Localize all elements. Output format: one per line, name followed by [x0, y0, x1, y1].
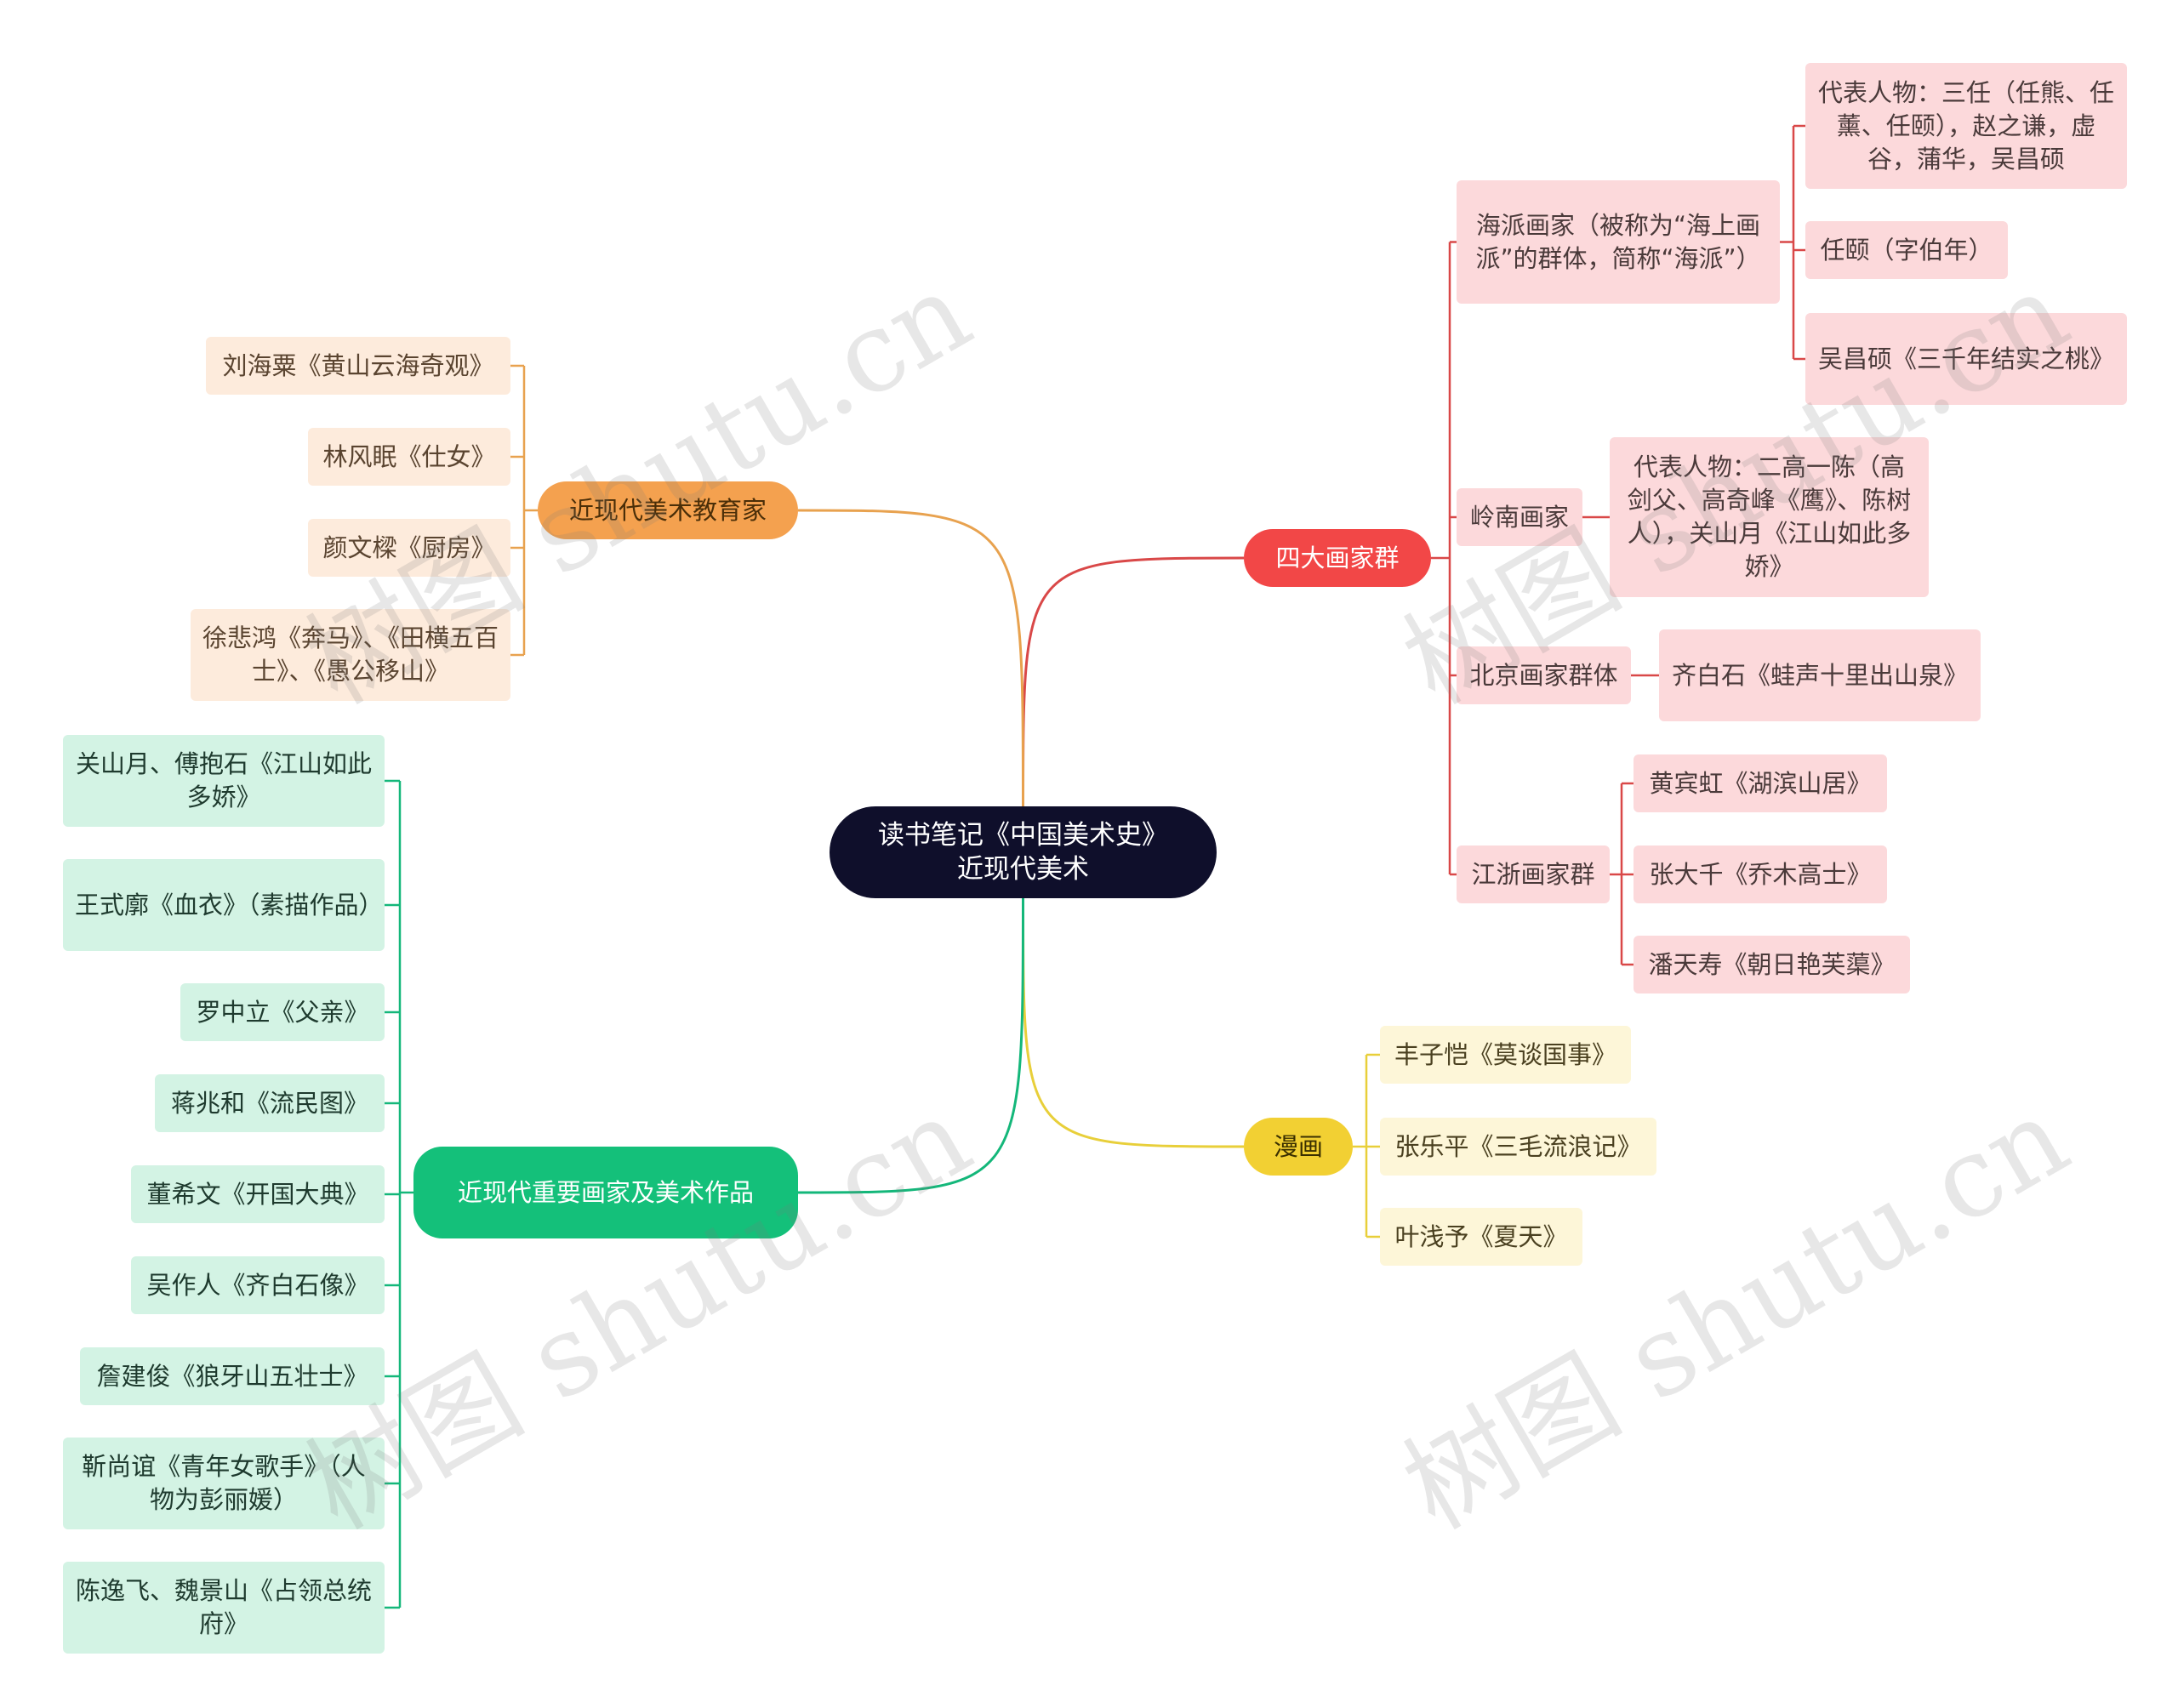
work-guanshanyue-fubaoshi[interactable]: 关山月、傅抱石《江山如此多娇》	[63, 735, 385, 827]
work-wangshikuo[interactable]: 王式廓《血衣》（素描作品）	[63, 859, 385, 951]
topic-beijing[interactable]: 北京画家群体	[1457, 646, 1631, 704]
jiangzhe-pantianshou[interactable]: 潘天寿《朝日艳芙蕖》	[1634, 936, 1910, 993]
work-zhanjianjun[interactable]: 詹建俊《狼牙山五壮士》	[80, 1347, 385, 1405]
work-chenyifei-weijingshan[interactable]: 陈逸飞、魏景山《占领总统府》	[63, 1562, 385, 1654]
jiangzhe-zhangdaqian[interactable]: 张大千《乔木高士》	[1634, 845, 1887, 903]
haipai-renyi[interactable]: 任颐（字伯年）	[1805, 221, 2008, 279]
lingnan-representatives[interactable]: 代表人物：二高一陈（高剑父、高奇峰《鹰》、陈树人），关山月《江山如此多娇》	[1610, 437, 1929, 597]
haipai-representatives[interactable]: 代表人物：三任（任熊、任薰、任颐），赵之谦，虚谷，蒲华，吴昌硕	[1805, 63, 2127, 189]
connector-line	[797, 897, 1024, 1194]
topic-jiangzhe[interactable]: 江浙画家群	[1457, 845, 1610, 903]
branch-educators[interactable]: 近现代美术教育家	[538, 481, 798, 539]
comics-fengzikai[interactable]: 丰子恺《莫谈国事》	[1380, 1026, 1631, 1084]
educator-linfengmian[interactable]: 林风眠《仕女》	[308, 428, 510, 486]
jiangzhe-huangbinhong[interactable]: 黄宾虹《湖滨山居》	[1634, 754, 1887, 812]
branch-comics[interactable]: 漫画	[1244, 1118, 1353, 1176]
root-topic[interactable]: 读书笔记《中国美术史》 近现代美术	[830, 806, 1217, 898]
beijing-qibaishi[interactable]: 齐白石《蛙声十里出山泉》	[1659, 629, 1981, 721]
educator-liuhaisu[interactable]: 刘海粟《黄山云海奇观》	[206, 337, 510, 395]
comics-zhangleping[interactable]: 张乐平《三毛流浪记》	[1380, 1118, 1656, 1176]
work-jiangzhaohe[interactable]: 蒋兆和《流民图》	[155, 1074, 385, 1132]
root-title-line1: 读书笔记《中国美术史》	[878, 820, 1168, 851]
connector-line	[797, 509, 1024, 807]
branch-works[interactable]: 近现代重要画家及美术作品	[413, 1147, 798, 1238]
work-jinshangyi[interactable]: 靳尚谊《青年女歌手》（人物为彭丽媛）	[63, 1438, 385, 1529]
connector-line	[1022, 897, 1245, 1148]
topic-lingnan[interactable]: 岭南画家	[1457, 488, 1582, 546]
root-title-line2: 近现代美术	[957, 854, 1089, 885]
topic-haipai[interactable]: 海派画家（被称为“海上画派”的群体，简称“海派”）	[1457, 180, 1780, 304]
work-luozhongli[interactable]: 罗中立《父亲》	[180, 983, 385, 1041]
connector-line	[1022, 556, 1245, 807]
haipai-wuchangshuo[interactable]: 吴昌硕《三千年结实之桃》	[1805, 313, 2127, 405]
comics-yeqianyu[interactable]: 叶浅予《夏天》	[1380, 1208, 1582, 1266]
educator-xubeihong[interactable]: 徐悲鸿《奔马》、《田横五百士》、《愚公移山》	[191, 609, 510, 701]
educator-yanwenliang[interactable]: 颜文樑《厨房》	[308, 519, 510, 577]
branch-painter-groups[interactable]: 四大画家群	[1244, 529, 1431, 587]
work-wuzuoren[interactable]: 吴作人《齐白石像》	[131, 1256, 385, 1314]
work-dongxiwen[interactable]: 董希文《开国大典》	[131, 1165, 385, 1223]
